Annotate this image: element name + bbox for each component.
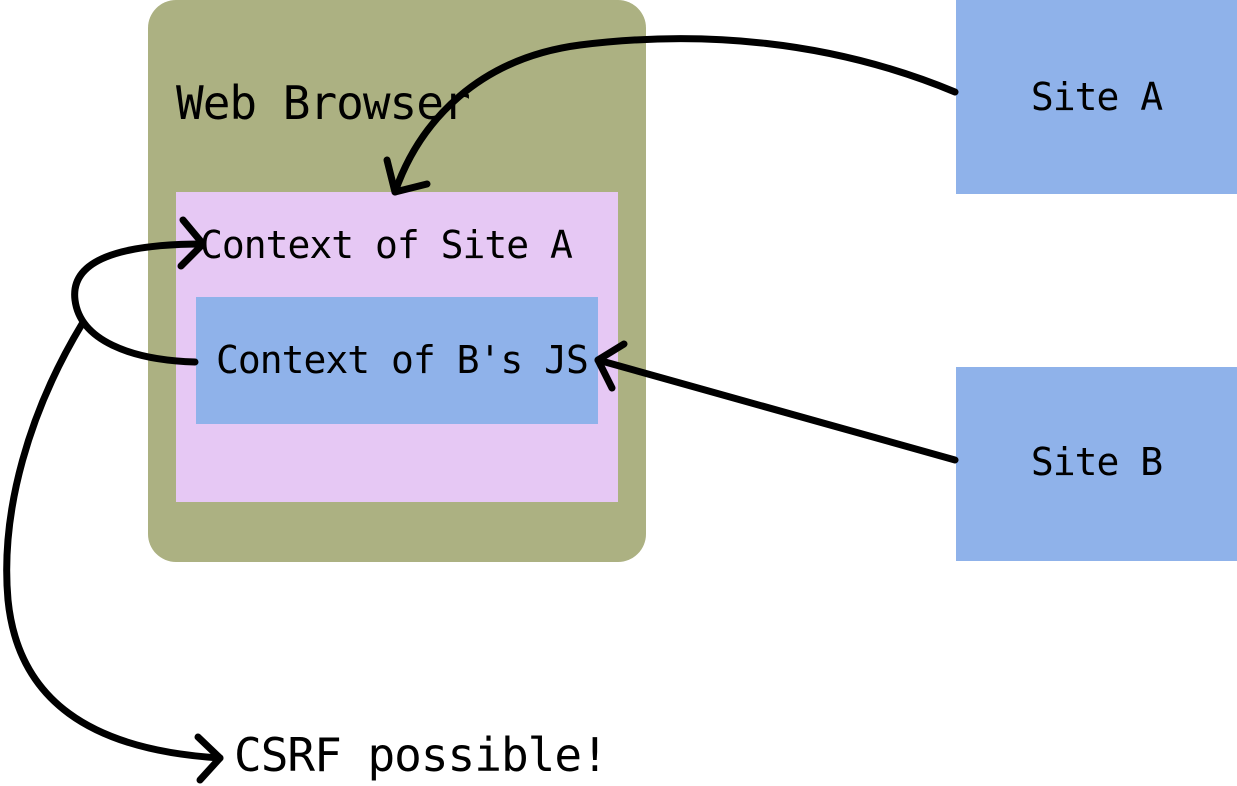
edge-loop-to-csrf-note xyxy=(3,320,224,762)
edge-site-b-to-context-b-arrowhead xyxy=(594,340,628,392)
site-b-box xyxy=(956,367,1237,561)
context-site-a-label: Context of Site A xyxy=(200,223,573,267)
context-b-js-label: Context of B's JS xyxy=(216,338,589,382)
context-b-js-box xyxy=(196,297,598,424)
edge-context-b-loop-to-context-a xyxy=(71,240,207,366)
edge-loop-to-csrf-note-arrowhead xyxy=(194,733,224,784)
web-browser-label: Web Browser xyxy=(176,76,471,130)
site-a-box xyxy=(956,0,1237,194)
edge-site-b-to-context-b xyxy=(594,356,959,464)
edge-site-a-to-context-a-arrowhead xyxy=(383,156,431,196)
edge-site-a-to-context-a xyxy=(391,35,959,196)
site-a-label: Site A xyxy=(1030,75,1163,119)
edge-context-b-loop-to-context-a-arrowhead xyxy=(177,216,207,270)
site-b-label: Site B xyxy=(1030,440,1163,484)
csrf-possible-label: CSRF possible! xyxy=(234,728,609,782)
